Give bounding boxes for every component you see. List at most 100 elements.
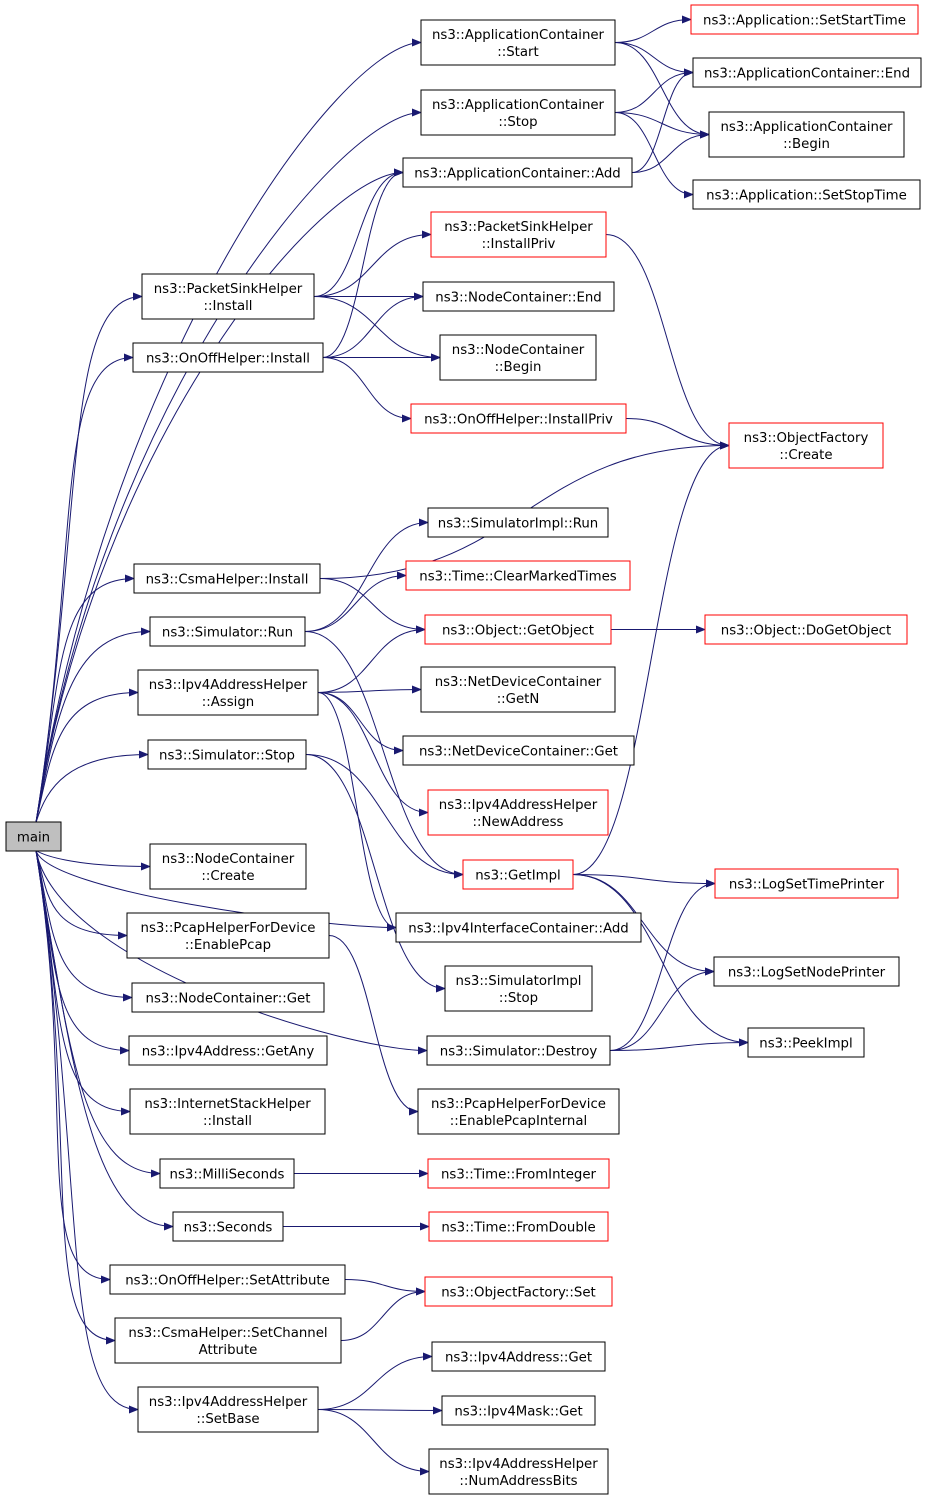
node-pcap-enablepcapinternal[interactable]: ns3::PcapHelperForDevice::EnablePcapInte… [417, 1088, 620, 1135]
node-object-getobject[interactable]: ns3::Object::GetObject [424, 614, 612, 645]
node-time-frominteger[interactable]: ns3::Time::FromInteger [427, 1158, 610, 1189]
node-box-main[interactable] [5, 821, 62, 852]
node-box-netdevcont-getn[interactable] [420, 666, 616, 713]
node-onoff-install[interactable]: ns3::OnOffHelper::Install [132, 342, 324, 373]
node-logsetnodeprinter[interactable]: ns3::LogSetNodePrinter [713, 956, 900, 987]
node-pktsink-install[interactable]: ns3::PacketSinkHelper::Install [141, 273, 315, 320]
node-logsettimeprinter[interactable]: ns3::LogSetTimePrinter [714, 868, 899, 899]
node-time-fromdouble[interactable]: ns3::Time::FromDouble [428, 1211, 609, 1242]
node-nodecont-end[interactable]: ns3::NodeContainer::End [422, 281, 615, 312]
node-box-onoff-setattribute[interactable] [109, 1264, 346, 1295]
node-box-appcont-add[interactable] [402, 157, 633, 188]
node-appcont-start[interactable]: ns3::ApplicationContainer::Start [420, 19, 616, 66]
node-box-getimpl[interactable] [462, 859, 574, 890]
node-box-time-fromdouble[interactable] [428, 1211, 609, 1242]
node-box-ipv4addr-get[interactable] [431, 1341, 606, 1372]
node-box-time-clearmarked[interactable] [405, 560, 631, 591]
node-box-object-getobject[interactable] [424, 614, 612, 645]
node-box-sim-run[interactable] [149, 616, 306, 647]
node-milliseconds[interactable]: ns3::MilliSeconds [159, 1158, 295, 1189]
node-app-setstarttime[interactable]: ns3::Application::SetStartTime [690, 4, 919, 35]
node-simimpl-stop[interactable]: ns3::SimulatorImpl::Stop [444, 965, 593, 1012]
node-appcont-end[interactable]: ns3::ApplicationContainer::End [692, 57, 922, 88]
node-ipv4ifcont-add[interactable]: ns3::Ipv4InterfaceContainer::Add [395, 912, 642, 943]
node-pktsink-installpriv[interactable]: ns3::PacketSinkHelper::InstallPriv [430, 211, 607, 258]
node-box-sim-destroy[interactable] [426, 1035, 611, 1066]
node-box-ipv4ifcont-add[interactable] [395, 912, 642, 943]
node-box-simimpl-run[interactable] [427, 507, 609, 538]
node-sim-destroy[interactable]: ns3::Simulator::Destroy [426, 1035, 611, 1066]
node-onoff-installpriv[interactable]: ns3::OnOffHelper::InstallPriv [410, 403, 627, 434]
node-box-nodecont-create[interactable] [149, 843, 307, 890]
node-box-onoff-install[interactable] [132, 342, 324, 373]
node-main[interactable]: main [5, 821, 62, 852]
node-box-seconds[interactable] [172, 1211, 284, 1242]
node-objfactory-set[interactable]: ns3::ObjectFactory::Set [424, 1276, 613, 1307]
node-inetstack-install[interactable]: ns3::InternetStackHelper::Install [129, 1088, 326, 1135]
node-box-pktsink-install[interactable] [141, 273, 315, 320]
node-ipv4addrhelper-assign[interactable]: ns3::Ipv4AddressHelper::Assign [137, 669, 319, 716]
node-box-appcont-begin[interactable] [708, 111, 905, 158]
node-box-pcap-enablepcapinternal[interactable] [417, 1088, 620, 1135]
node-box-app-setstarttime[interactable] [690, 4, 919, 35]
node-box-ipv4addrhelper-newaddress[interactable] [427, 789, 609, 836]
node-getimpl[interactable]: ns3::GetImpl [462, 859, 574, 890]
node-objfactory-create[interactable]: ns3::ObjectFactory::Create [728, 422, 884, 469]
node-seconds[interactable]: ns3::Seconds [172, 1211, 284, 1242]
node-box-nodecont-get[interactable] [131, 982, 325, 1013]
node-box-object-dogetobject[interactable] [704, 614, 908, 645]
node-box-peekimpl[interactable] [747, 1027, 865, 1058]
node-box-appcont-end[interactable] [692, 57, 922, 88]
node-box-pcap-enablepcap[interactable] [126, 912, 330, 959]
node-box-appcont-stop[interactable] [420, 89, 616, 136]
node-sim-stop[interactable]: ns3::Simulator::Stop [147, 739, 307, 770]
node-box-ipv4addrhelper-assign[interactable] [137, 669, 319, 716]
node-appcont-add[interactable]: ns3::ApplicationContainer::Add [402, 157, 633, 188]
node-ipv4addrhelper-setbase[interactable]: ns3::Ipv4AddressHelper::SetBase [137, 1386, 319, 1433]
node-box-sim-stop[interactable] [147, 739, 307, 770]
node-peekimpl[interactable]: ns3::PeekImpl [747, 1027, 865, 1058]
node-simimpl-run[interactable]: ns3::SimulatorImpl::Run [427, 507, 609, 538]
node-box-objfactory-set[interactable] [424, 1276, 613, 1307]
node-box-objfactory-create[interactable] [728, 422, 884, 469]
node-nodecont-get[interactable]: ns3::NodeContainer::Get [131, 982, 325, 1013]
node-netdevcont-getn[interactable]: ns3::NetDeviceContainer::GetN [420, 666, 616, 713]
node-box-ipv4addrhelper-numaddrbits[interactable] [428, 1448, 609, 1495]
node-nodecont-create[interactable]: ns3::NodeContainer::Create [149, 843, 307, 890]
node-app-setstoptime[interactable]: ns3::Application::SetStopTime [692, 179, 921, 210]
node-appcont-stop[interactable]: ns3::ApplicationContainer::Stop [420, 89, 616, 136]
node-csma-install[interactable]: ns3::CsmaHelper::Install [133, 563, 321, 594]
node-box-appcont-start[interactable] [420, 19, 616, 66]
node-ipv4addrhelper-numaddrbits[interactable]: ns3::Ipv4AddressHelper::NumAddressBits [428, 1448, 609, 1495]
node-sim-run[interactable]: ns3::Simulator::Run [149, 616, 306, 647]
node-box-milliseconds[interactable] [159, 1158, 295, 1189]
node-ipv4addr-get[interactable]: ns3::Ipv4Address::Get [431, 1341, 606, 1372]
node-box-logsetnodeprinter[interactable] [713, 956, 900, 987]
node-object-dogetobject[interactable]: ns3::Object::DoGetObject [704, 614, 908, 645]
node-ipv4addr-getany[interactable]: ns3::Ipv4Address::GetAny [128, 1035, 328, 1066]
node-box-time-frominteger[interactable] [427, 1158, 610, 1189]
node-box-ipv4mask-get[interactable] [441, 1395, 596, 1426]
node-box-csma-setchannelattr[interactable] [114, 1317, 342, 1364]
node-box-csma-install[interactable] [133, 563, 321, 594]
node-box-nodecont-begin[interactable] [439, 334, 597, 381]
node-box-netdevcont-get[interactable] [402, 735, 635, 766]
node-box-app-setstoptime[interactable] [692, 179, 921, 210]
node-box-nodecont-end[interactable] [422, 281, 615, 312]
node-onoff-setattribute[interactable]: ns3::OnOffHelper::SetAttribute [109, 1264, 346, 1295]
node-box-inetstack-install[interactable] [129, 1088, 326, 1135]
node-box-pktsink-installpriv[interactable] [430, 211, 607, 258]
node-nodecont-begin[interactable]: ns3::NodeContainer::Begin [439, 334, 597, 381]
node-ipv4addrhelper-newaddress[interactable]: ns3::Ipv4AddressHelper::NewAddress [427, 789, 609, 836]
node-ipv4mask-get[interactable]: ns3::Ipv4Mask::Get [441, 1395, 596, 1426]
node-appcont-begin[interactable]: ns3::ApplicationContainer::Begin [708, 111, 905, 158]
node-time-clearmarked[interactable]: ns3::Time::ClearMarkedTimes [405, 560, 631, 591]
node-box-simimpl-stop[interactable] [444, 965, 593, 1012]
node-box-onoff-installpriv[interactable] [410, 403, 627, 434]
node-box-ipv4addrhelper-setbase[interactable] [137, 1386, 319, 1433]
node-netdevcont-get[interactable]: ns3::NetDeviceContainer::Get [402, 735, 635, 766]
node-box-ipv4addr-getany[interactable] [128, 1035, 328, 1066]
node-box-logsettimeprinter[interactable] [714, 868, 899, 899]
node-pcap-enablepcap[interactable]: ns3::PcapHelperForDevice::EnablePcap [126, 912, 330, 959]
